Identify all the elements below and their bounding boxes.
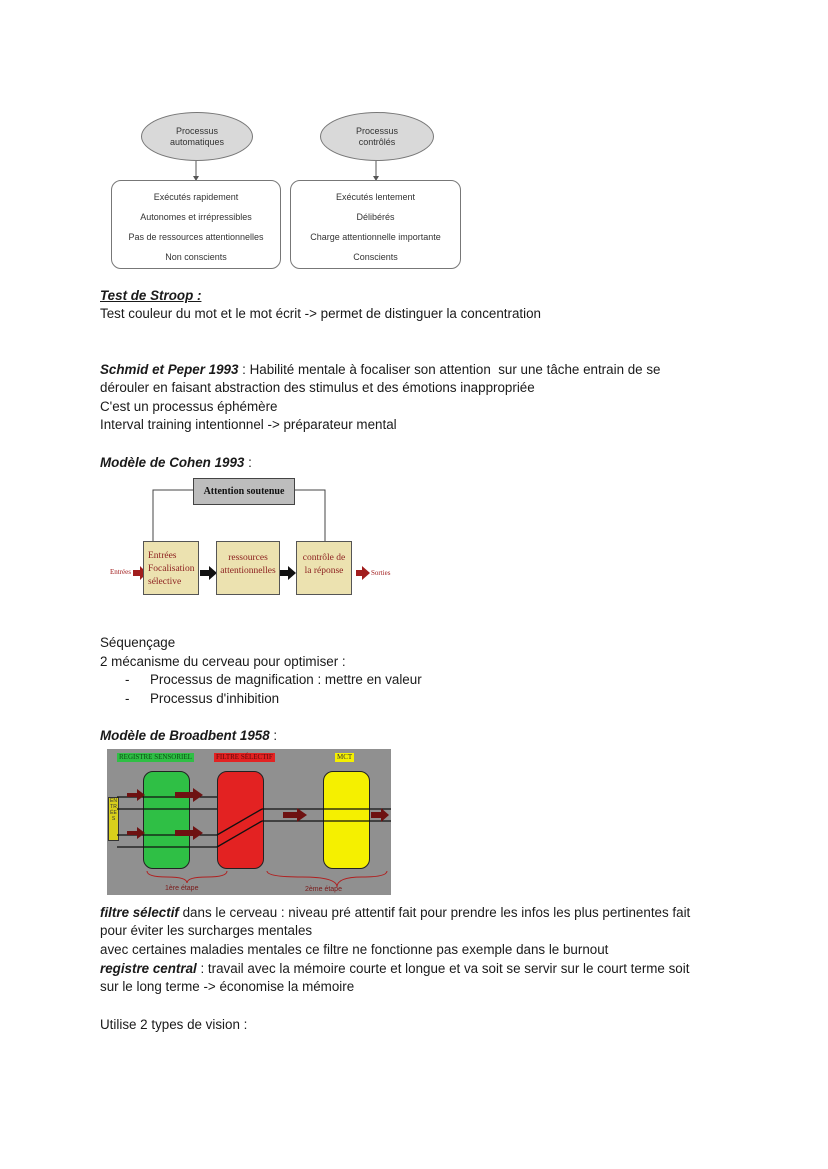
attention-soutenue-label: Attention soutenue bbox=[203, 486, 285, 497]
schmid-line-4: Interval training intentionnel -> prépar… bbox=[100, 417, 397, 432]
filtre-definition: dans le cerveau : niveau pré attentif fa… bbox=[178, 905, 691, 920]
cohen-heading-line: Modèle de Cohen 1993 : bbox=[100, 454, 252, 473]
etape-1-label: 1ère étape bbox=[165, 885, 199, 892]
arrow-icon bbox=[127, 827, 145, 839]
arrow-icon bbox=[175, 788, 203, 802]
sequencage-bullet: Processus d'inhibition bbox=[150, 691, 280, 706]
cohen-box1-line: Focalisation bbox=[148, 564, 195, 574]
mct-block bbox=[323, 771, 370, 869]
filtre-term: filtre sélectif bbox=[100, 905, 179, 920]
schmid-name: Schmid et Peper 1993 bbox=[100, 362, 239, 377]
schmid-line-3: C'est un processus éphémère bbox=[100, 399, 278, 414]
arrow-icon bbox=[127, 789, 145, 801]
cohen-box3-line: la réponse bbox=[304, 566, 344, 576]
schmid-line-1: Schmid et Peper 1993 : Habilité mentale … bbox=[100, 361, 661, 380]
attention-soutenue-box: Attention soutenue bbox=[193, 478, 295, 505]
sequencage-bullet-dash: - bbox=[125, 691, 130, 706]
cohen-box-ressources: ressources attentionnelles bbox=[216, 541, 280, 595]
sequencage-bullet: Processus de magnification : mettre en v… bbox=[150, 672, 422, 687]
sequencage-bullet-dash: - bbox=[125, 672, 130, 687]
sequencage-intro: 2 mécanisme du cerveau pour optimiser : bbox=[100, 654, 346, 669]
registre-line-1: registre central : travail avec la mémoi… bbox=[100, 960, 689, 979]
schmid-line-2: dérouler en faisant abstraction des stim… bbox=[100, 380, 535, 395]
stroop-text: Test couleur du mot et le mot écrit -> p… bbox=[100, 306, 541, 321]
entrees-vertical-label: ENTRÉES bbox=[108, 797, 119, 841]
ctrl-item: Exécutés lentement bbox=[335, 192, 416, 202]
filtre-line-3: avec certaines maladies mentales ce filt… bbox=[100, 942, 609, 957]
diagram-connectors bbox=[193, 161, 379, 181]
registre-definition: : travail avec la mémoire courte et long… bbox=[196, 961, 690, 976]
cohen-box-controle: contrôle de la réponse bbox=[296, 541, 352, 595]
cohen-box3-line: contrôle de bbox=[302, 553, 346, 563]
auto-item: Pas de ressources attentionnelles bbox=[128, 232, 264, 242]
ctrl-item: Délibérés bbox=[356, 212, 395, 222]
auto-item: Exécutés rapidement bbox=[153, 192, 239, 202]
broadbent-heading-suffix: : bbox=[269, 728, 278, 743]
filtre-selectif-block bbox=[217, 771, 264, 869]
arrow-icon bbox=[175, 826, 203, 840]
arrow-icon bbox=[371, 808, 389, 822]
box-automatiques: Exécutés rapidement Autonomes et irrépre… bbox=[111, 180, 281, 269]
mct-label: MCT bbox=[335, 753, 355, 762]
auto-item: Non conscients bbox=[165, 252, 227, 262]
registre-line-2: sur le long terme -> économise la mémoir… bbox=[100, 979, 355, 994]
ellipse-automatiques: Processus automatiques bbox=[141, 112, 253, 161]
ctrl-title: Processus contrôlés bbox=[355, 125, 399, 147]
cohen-box1-line: Entrées bbox=[148, 551, 177, 561]
registre-sensoriel-block bbox=[143, 771, 190, 869]
cohen-box2-line: attentionnelles bbox=[220, 566, 276, 576]
vision-text: Utilise 2 types de vision : bbox=[100, 1017, 248, 1032]
auto-item: Autonomes et irrépressibles bbox=[140, 212, 252, 222]
schmid-definition: : Habilité mentale à focaliser son atten… bbox=[238, 362, 661, 377]
etape-2-label: 2ème étape bbox=[305, 886, 342, 893]
ellipse-controles: Processus contrôlés bbox=[320, 112, 434, 161]
filtre-selectif-label: FILTRE SÉLECTIF bbox=[214, 753, 275, 762]
entrees-label: Entrées bbox=[110, 568, 131, 576]
broadbent-flow bbox=[117, 788, 391, 888]
ctrl-item: Conscients bbox=[353, 252, 398, 262]
sorties-label: Sorties bbox=[371, 569, 391, 577]
filtre-line-1: filtre sélectif dans le cerveau : niveau… bbox=[100, 904, 690, 923]
broadbent-heading: Modèle de Broadbent 1958 bbox=[100, 728, 270, 743]
sequencage-title: Séquençage bbox=[100, 635, 176, 650]
cohen-box2-line: ressources bbox=[228, 553, 268, 563]
auto-title: Processus automatiques bbox=[169, 125, 225, 147]
registre-term: registre central bbox=[100, 961, 197, 976]
broadbent-diagram: REGISTRE SENSORIEL FILTRE SÉLECTIF MCT E… bbox=[107, 749, 391, 895]
cohen-heading-suffix: : bbox=[244, 455, 252, 470]
arrow-icon bbox=[283, 808, 307, 822]
cohen-box-focalisation: Entrées Focalisation sélective bbox=[143, 541, 199, 595]
stroop-heading: Test de Stroop : bbox=[100, 288, 202, 303]
registre-sensoriel-label: REGISTRE SENSORIEL bbox=[117, 753, 194, 762]
cohen-box1-line: sélective bbox=[148, 577, 182, 587]
broadbent-heading-line: Modèle de Broadbent 1958 : bbox=[100, 727, 277, 746]
filtre-line-2: pour éviter les surcharges mentales bbox=[100, 923, 313, 938]
ctrl-item: Charge attentionnelle importante bbox=[310, 232, 441, 242]
cohen-heading: Modèle de Cohen 1993 bbox=[100, 455, 245, 470]
box-controles: Exécutés lentement Délibérés Charge atte… bbox=[290, 180, 461, 269]
